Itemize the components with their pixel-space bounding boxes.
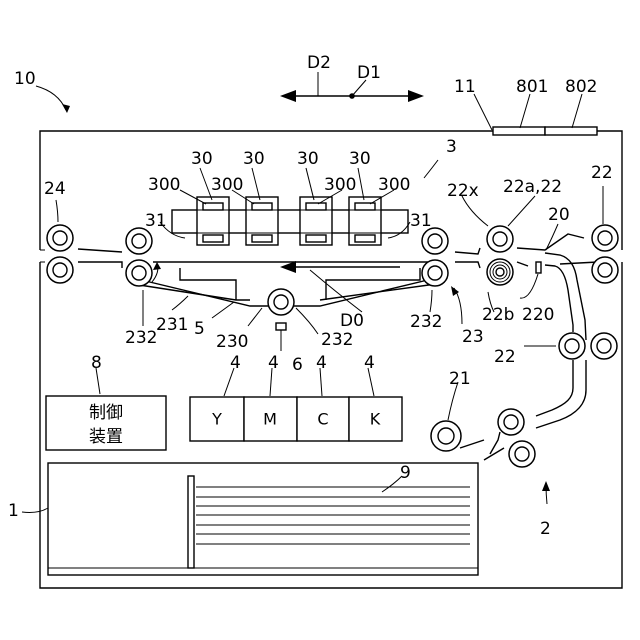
label-24: 24 <box>44 179 66 199</box>
label-8: 8 <box>91 353 102 373</box>
roller-21 <box>431 421 461 451</box>
head-unit <box>172 197 408 245</box>
sensor-220 <box>536 262 541 273</box>
paper-cassette <box>48 463 478 575</box>
label-801: 801 <box>516 77 548 97</box>
ink-cyan: C <box>317 410 328 429</box>
label-220: 220 <box>522 305 554 325</box>
head-1 <box>197 197 229 245</box>
label-23: 23 <box>462 327 484 347</box>
label-11: 11 <box>454 77 476 97</box>
label-30-d: 30 <box>349 149 371 169</box>
label-31-right: 31 <box>410 211 432 231</box>
label-2: 2 <box>540 519 551 539</box>
sensor-801 <box>493 127 545 135</box>
label-d2: D2 <box>307 53 331 73</box>
sensor-802 <box>545 127 597 135</box>
label-22b: 22b <box>482 305 514 325</box>
label-232-mid: 232 <box>321 330 353 350</box>
head-3 <box>300 197 332 245</box>
head-2 <box>246 197 278 245</box>
label-1: 1 <box>8 501 19 521</box>
label-31-left: 31 <box>145 211 167 231</box>
label-300-a: 300 <box>148 175 180 195</box>
roller-feeder-pair <box>498 409 535 467</box>
label-231: 231 <box>156 315 188 335</box>
label-4-b: 4 <box>268 353 279 373</box>
label-22-side: 22 <box>494 347 516 367</box>
label-300-c: 300 <box>324 175 356 195</box>
controller-line-1: 制御 <box>89 403 123 423</box>
label-30-a: 30 <box>191 149 213 169</box>
label-802: 802 <box>565 77 597 97</box>
label-3: 3 <box>446 137 457 157</box>
label-10: 10 <box>14 69 36 89</box>
head-4 <box>349 197 381 245</box>
label-9: 9 <box>400 463 411 483</box>
label-300-b: 300 <box>211 175 243 195</box>
ink-magenta: M <box>263 410 277 429</box>
label-232-right: 232 <box>410 312 442 332</box>
ink-cartridges: Y M C K <box>190 397 402 441</box>
label-232-left: 232 <box>125 328 157 348</box>
label-230: 230 <box>216 332 248 352</box>
controller-line-2: 装置 <box>89 427 123 447</box>
ink-yellow: Y <box>211 410 222 429</box>
controller: 制御 装置 <box>46 396 166 450</box>
ink-black: K <box>370 410 381 429</box>
label-4-a: 4 <box>230 353 241 373</box>
label-30-c: 30 <box>297 149 319 169</box>
label-d0: D0 <box>340 311 364 331</box>
upper-path-guides <box>78 234 598 268</box>
roller-22-side-pair <box>559 333 617 359</box>
roller-22a-22b <box>487 226 513 285</box>
label-5: 5 <box>194 319 205 339</box>
label-d1: D1 <box>357 63 381 83</box>
roller-22-right-pair <box>592 225 618 283</box>
roller-belt-right <box>422 228 448 286</box>
direction-arrow <box>280 72 424 102</box>
label-30-b: 30 <box>243 149 265 169</box>
label-22a22: 22a,22 <box>503 177 562 197</box>
roller-drive <box>268 289 294 315</box>
label-4-c: 4 <box>316 353 327 373</box>
label-6: 6 <box>292 355 303 375</box>
label-21: 21 <box>449 369 471 389</box>
label-22x: 22x <box>447 181 479 201</box>
roller-24-pair <box>47 225 73 283</box>
label-300-d: 300 <box>378 175 410 195</box>
roller-belt-left <box>126 228 152 286</box>
label-4-d: 4 <box>364 353 375 373</box>
label-22-right: 22 <box>591 163 613 183</box>
label-20: 20 <box>548 205 570 225</box>
sensor-6 <box>276 323 286 330</box>
